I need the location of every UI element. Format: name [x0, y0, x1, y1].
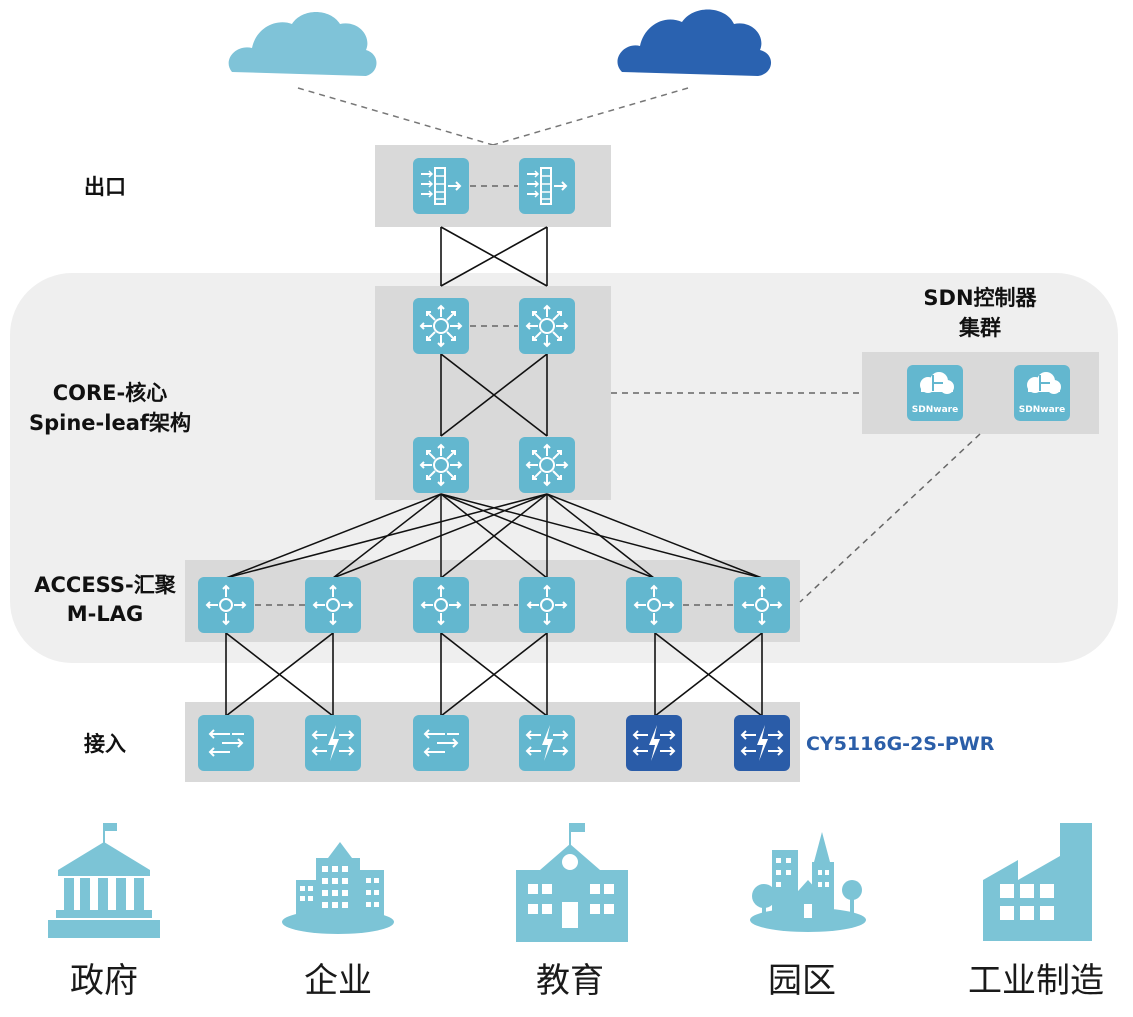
model-label: CY5116G-2S-PWR: [806, 733, 995, 755]
edge-label: 接入: [84, 732, 126, 756]
category-park: 园区: [768, 961, 836, 1001]
access-edge-links: [225, 632, 763, 717]
access-switch-6[interactable]: [733, 576, 791, 634]
leaf-switch-2[interactable]: [518, 436, 576, 494]
core-label-line1: CORE-核心: [52, 381, 168, 405]
school-building-icon: [516, 823, 628, 942]
enterprise-building-icon: [282, 842, 394, 934]
spine-cross-links: [440, 353, 548, 437]
peer-links: [255, 185, 981, 606]
sdn-icon-text-1: SDNware: [912, 405, 958, 415]
spine-access-mesh: [225, 493, 763, 579]
access-switch-5[interactable]: [625, 576, 683, 634]
category-education: 教育: [536, 961, 604, 1001]
public-cloud-icon: [228, 12, 377, 76]
core-panel: [375, 286, 611, 500]
access-label-line2: M-LAG: [66, 602, 144, 626]
government-building-icon: [48, 823, 160, 938]
access-switch-4[interactable]: [518, 576, 576, 634]
access-switch-1[interactable]: [197, 576, 255, 634]
leaf-switch-1[interactable]: [412, 436, 470, 494]
egress-label: 出口: [84, 175, 126, 199]
core-label-line2: Spine-leaf架构: [28, 411, 191, 435]
cloud-link-left: [297, 87, 494, 146]
campus-park-icon: [750, 832, 866, 932]
egress-router-2[interactable]: [518, 157, 576, 215]
sdn-label-line2: 集群: [959, 316, 1001, 340]
egress-router-1[interactable]: [412, 157, 470, 215]
access-switch-2[interactable]: [304, 576, 362, 634]
edge-panel: [185, 702, 800, 782]
factory-building-icon: [983, 823, 1092, 941]
access-switch-3[interactable]: [412, 576, 470, 634]
edge-poe-switch-6[interactable]: [734, 715, 790, 771]
category-government: 政府: [70, 961, 138, 1001]
sdn-icon-text-2: SDNware: [1019, 405, 1065, 415]
edge-poe-switch-5[interactable]: [626, 715, 682, 771]
edge-switch-1[interactable]: [197, 714, 255, 772]
private-cloud-icon: [617, 9, 772, 76]
category-enterprise: 企业: [304, 961, 372, 1001]
spine-switch-2[interactable]: [518, 297, 576, 355]
cloud-link-right: [492, 87, 689, 146]
spine-switch-1[interactable]: [412, 297, 470, 355]
sdn-label-line1: SDN控制器: [923, 286, 1037, 310]
access-label-line1: ACCESS-汇聚: [34, 573, 176, 597]
category-industry: 工业制造: [968, 961, 1104, 1001]
edge-switch-3[interactable]: [412, 714, 470, 772]
edge-poe-switch-2[interactable]: [305, 715, 361, 771]
egress-core-links: [440, 226, 548, 287]
access-panel: [185, 560, 800, 642]
edge-poe-switch-4[interactable]: [519, 715, 575, 771]
